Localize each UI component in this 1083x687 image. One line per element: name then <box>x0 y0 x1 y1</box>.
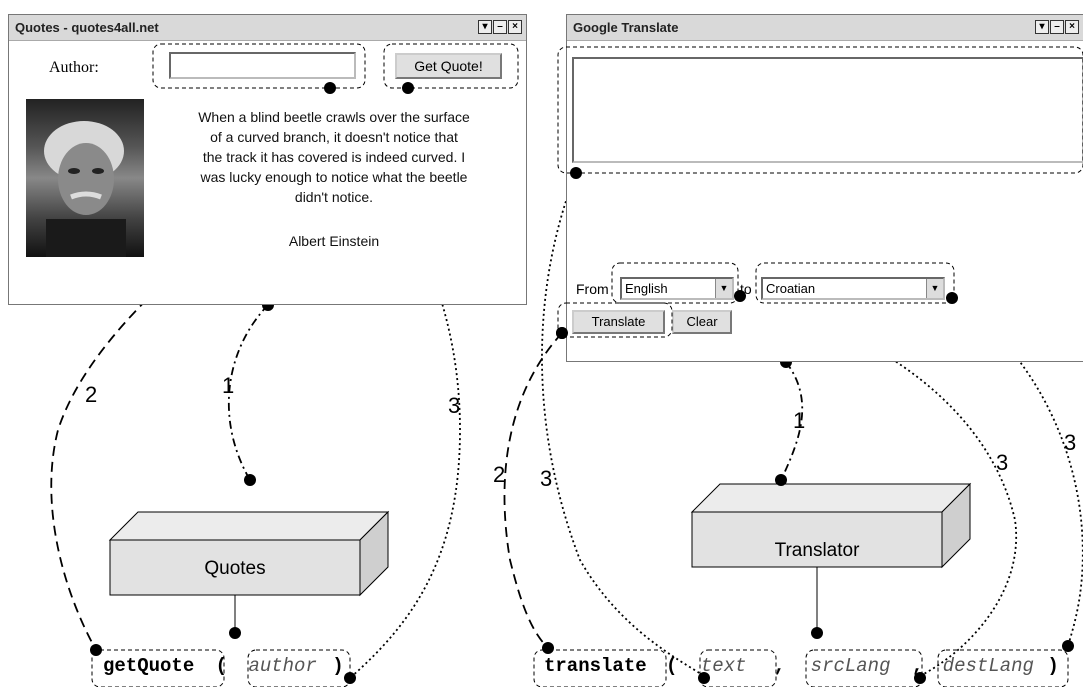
translate-edge-3b-label: 3 <box>996 450 1008 475</box>
portrait-graphic <box>44 121 126 257</box>
destlang-param-box <box>937 649 1069 687</box>
translate-edge-2-label: 2 <box>493 462 505 487</box>
quotes-service-box: Quotes <box>108 510 390 597</box>
text-param: text <box>700 655 747 677</box>
quotes-edge-3-label: 3 <box>448 393 460 418</box>
clear-button[interactable]: Clear <box>672 310 732 334</box>
close-icon[interactable]: × <box>508 20 522 34</box>
quote-line: the track it has covered is indeed curve… <box>202 149 466 165</box>
translate-window-titlebar: Google Translate ▾ – × <box>567 15 1083 41</box>
author-input[interactable] <box>169 52 356 79</box>
close-paren: ) <box>1047 655 1059 677</box>
translate-edge-1 <box>780 361 804 481</box>
translator-service-box: Translator <box>690 482 972 569</box>
einstein-photo <box>26 99 144 257</box>
quotes-service-label: Quotes <box>204 558 265 579</box>
dropdown-icon[interactable]: ▾ <box>478 20 492 34</box>
text-param-box <box>699 649 777 687</box>
quotes-edge-1-label: 1 <box>222 373 234 398</box>
quotes-edge-2-label: 2 <box>85 382 97 407</box>
open-paren: ( <box>215 655 228 677</box>
to-label: to <box>740 281 752 297</box>
translate-edge-3c-label: 3 <box>1064 430 1076 455</box>
minimize-icon[interactable]: – <box>1050 20 1064 34</box>
translate-signature: translate ( text , srcLang , destLang ) <box>544 655 1059 677</box>
quote-attribution: Albert Einstein <box>288 233 380 249</box>
open-paren: ( <box>666 655 678 677</box>
param-separator: , <box>773 655 786 677</box>
author-param: author <box>248 655 317 677</box>
quotes-window-title: Quotes - quotes4all.net <box>15 20 159 35</box>
translator-service-label: Translator <box>775 540 860 561</box>
from-label: From <box>576 281 609 297</box>
minimize-icon[interactable]: – <box>493 20 507 34</box>
chevron-down-icon[interactable]: ▼ <box>926 279 943 298</box>
translate-name-box <box>533 649 667 687</box>
translate-edge-3a <box>541 172 705 677</box>
quotes-window: Quotes - quotes4all.net ▾ – × Author: Ge… <box>8 14 527 305</box>
translate-edge-3c <box>951 297 1083 647</box>
getquote-name-box <box>91 649 225 687</box>
destlang-param: destLang <box>942 655 1034 677</box>
author-param-box <box>247 649 351 687</box>
translate-button[interactable]: Translate <box>572 310 665 334</box>
translate-window: Google Translate ▾ – × From English ▼ to… <box>566 14 1083 362</box>
quote-line: didn't notice. <box>294 189 374 205</box>
quotes-window-titlebar: Quotes - quotes4all.net ▾ – × <box>9 15 526 41</box>
param-separator: , <box>911 655 924 677</box>
getquote-function-name: getQuote <box>103 655 195 677</box>
quote-line: of a curved branch, it doesn't notice th… <box>210 129 458 145</box>
translate-edge-2 <box>503 332 563 649</box>
source-language-select[interactable]: English ▼ <box>620 277 734 300</box>
get-quote-button[interactable]: Get Quote! <box>395 53 502 79</box>
chevron-down-icon[interactable]: ▼ <box>715 279 732 298</box>
getquote-signature: getQuote ( author ) <box>103 655 344 677</box>
quote-line: When a blind beetle crawls over the surf… <box>198 109 470 125</box>
quote-text: When a blind beetle crawls over the surf… <box>161 107 507 207</box>
quotes-edge-1 <box>227 304 269 481</box>
quote-line: was lucky enough to notice what the beet… <box>200 169 468 185</box>
text-input[interactable] <box>572 57 1083 163</box>
source-language-value: English <box>625 281 668 296</box>
srclang-param: srcLang <box>810 655 891 677</box>
close-icon[interactable]: × <box>1065 20 1079 34</box>
dropdown-icon[interactable]: ▾ <box>1035 20 1049 34</box>
translate-edge-3a-label: 3 <box>540 466 552 491</box>
translate-edge-1-label: 1 <box>793 408 805 433</box>
destination-language-select[interactable]: Croatian ▼ <box>761 277 945 300</box>
translate-window-title: Google Translate <box>573 20 679 35</box>
author-label: Author: <box>49 59 99 76</box>
close-paren: ) <box>332 655 344 677</box>
translate-function-name: translate <box>544 655 647 677</box>
quotes-edge-3 <box>329 87 461 679</box>
destination-language-value: Croatian <box>766 281 816 296</box>
srclang-param-box <box>805 649 923 687</box>
